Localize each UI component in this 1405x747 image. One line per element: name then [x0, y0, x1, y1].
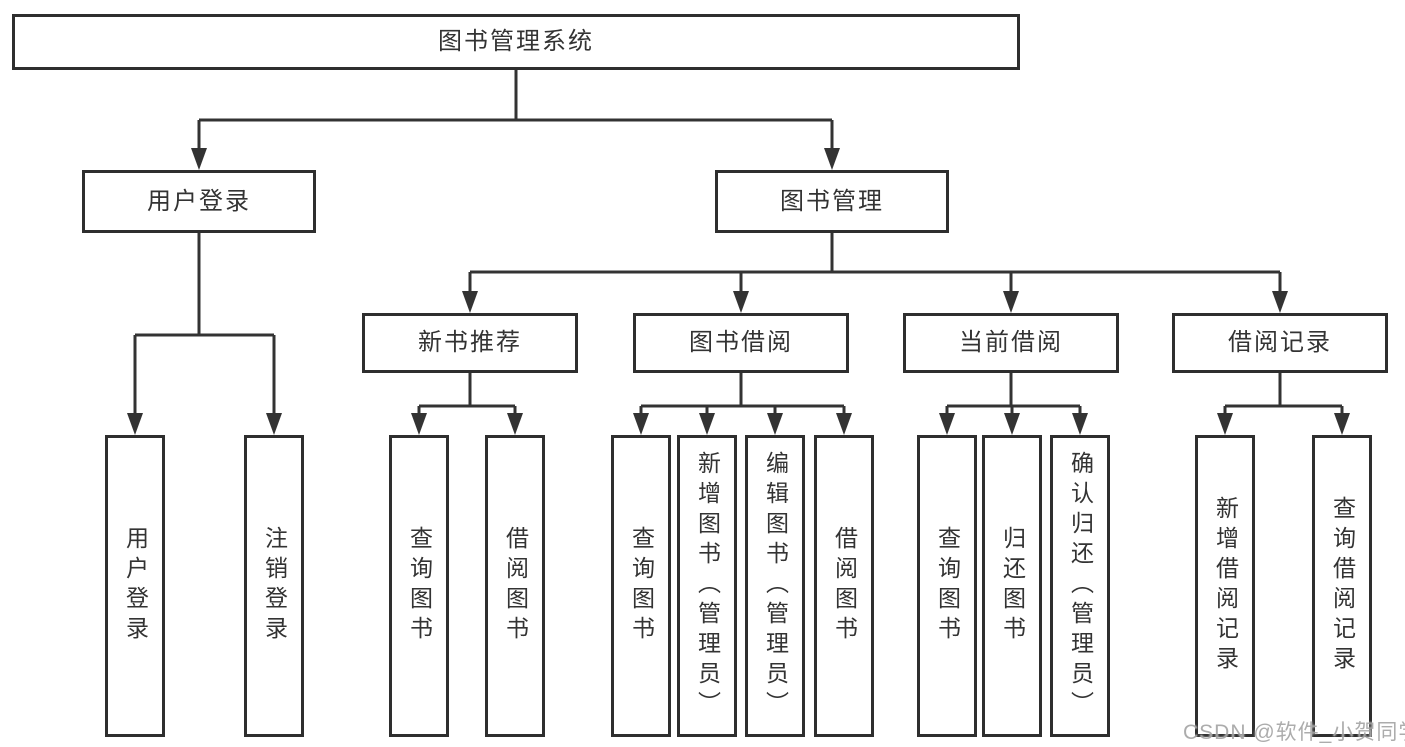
node-label: 借阅图书 [831, 526, 858, 646]
arrow-down-icon [699, 413, 715, 435]
node-user-login: 用户登录 [82, 170, 316, 233]
node-label: 确认归还（管理员） [1067, 451, 1094, 721]
arrow-down-icon [411, 413, 427, 435]
arrow-down-icon [836, 413, 852, 435]
watermark: CSDN @软件_小贺同学 [1183, 721, 1405, 744]
node-label: 新增图书（管理员） [694, 451, 721, 721]
connector-path [468, 233, 1282, 295]
node-label: 查询图书 [406, 526, 433, 646]
node-label: 当前借阅 [959, 329, 1063, 356]
arrow-down-icon [462, 291, 478, 313]
connector-path [417, 373, 517, 417]
node-edit-books-admin: 编辑图书（管理员） [745, 435, 805, 737]
connector-path [639, 373, 846, 417]
node-label: 用户登录 [147, 187, 251, 215]
arrow-down-icon [1334, 413, 1350, 435]
connector-path [197, 70, 834, 152]
arrow-down-icon [824, 148, 840, 170]
arrow-down-icon [1004, 413, 1020, 435]
node-book-borrow: 图书借阅 [633, 313, 849, 373]
node-label: 新增借阅记录 [1212, 496, 1239, 676]
node-book-mgmt: 图书管理 [715, 170, 949, 233]
arrow-down-icon [1217, 413, 1233, 435]
node-label: 查询图书 [628, 526, 655, 646]
node-borrow-books-2: 借阅图书 [814, 435, 874, 737]
arrow-down-icon [733, 291, 749, 313]
node-confirm-return-admin: 确认归还（管理员） [1050, 435, 1110, 737]
node-return-books: 归还图书 [982, 435, 1042, 737]
node-label: 借阅记录 [1228, 329, 1332, 356]
node-label: 图书管理 [780, 187, 884, 215]
arrow-down-icon [939, 413, 955, 435]
node-new-book-rec: 新书推荐 [362, 313, 578, 373]
node-label: 编辑图书（管理员） [762, 451, 789, 721]
node-label: 用户登录 [122, 526, 149, 646]
node-query-books-1: 查询图书 [389, 435, 449, 737]
node-borrow-books-1: 借阅图书 [485, 435, 545, 737]
node-borrow-records: 借阅记录 [1172, 313, 1388, 373]
node-query-books-2: 查询图书 [611, 435, 671, 737]
connector-path [1223, 373, 1344, 417]
node-label: 查询图书 [934, 526, 961, 646]
node-current-borrow: 当前借阅 [903, 313, 1119, 373]
connector-path [945, 373, 1082, 417]
node-add-books-admin: 新增图书（管理员） [677, 435, 737, 737]
node-label: 新书推荐 [418, 329, 522, 356]
node-root: 图书管理系统 [12, 14, 1020, 70]
arrow-down-icon [127, 413, 143, 435]
arrow-down-icon [1272, 291, 1288, 313]
node-label: 查询借阅记录 [1329, 496, 1356, 676]
arrow-down-icon [1003, 291, 1019, 313]
node-label: 归还图书 [999, 526, 1026, 646]
arrow-down-icon [767, 413, 783, 435]
node-add-borrow-record: 新增借阅记录 [1195, 435, 1255, 737]
node-label: 图书管理系统 [438, 28, 594, 55]
node-query-books-3: 查询图书 [917, 435, 977, 737]
node-query-borrow-record: 查询借阅记录 [1312, 435, 1372, 737]
node-logout-leaf: 注销登录 [244, 435, 304, 737]
arrow-down-icon [507, 413, 523, 435]
arrow-down-icon [191, 148, 207, 170]
node-user-login-leaf: 用户登录 [105, 435, 165, 737]
arrow-down-icon [266, 413, 282, 435]
arrow-down-icon [1072, 413, 1088, 435]
connector-path [133, 233, 276, 417]
node-label: 借阅图书 [502, 526, 529, 646]
node-label: 图书借阅 [689, 329, 793, 356]
arrow-down-icon [633, 413, 649, 435]
node-label: 注销登录 [261, 526, 288, 646]
